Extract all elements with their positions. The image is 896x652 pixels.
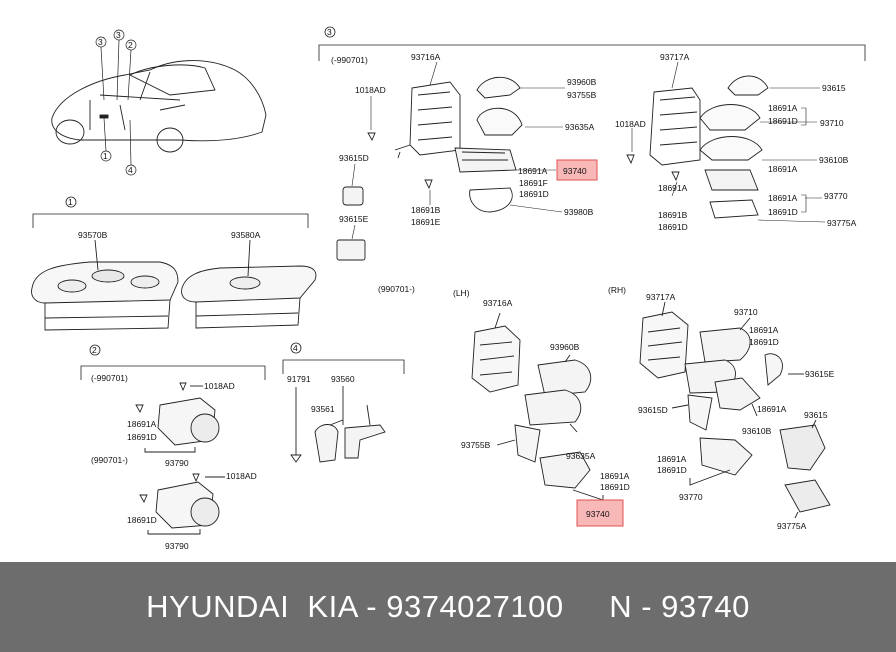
label-93561: 93561 [311,404,335,414]
label-93980B: 93980B [564,207,594,217]
label-93770: 93770 [824,191,848,201]
lower-label-93717A: 93717A [646,292,676,302]
lower-label-18691A-r3: 18691A [657,454,687,464]
sec3-date-range: (-990701) [331,55,368,65]
label-18691D-e: 18691D [658,222,688,232]
lower-label-93610B: 93610B [742,426,772,436]
label-93775A: 93775A [827,218,857,228]
label-93615E: 93615E [339,214,369,224]
callout-3a: 3 [98,37,103,47]
lower-label-93615: 93615 [804,410,828,420]
lower-label-93740: 93740 [586,509,610,519]
lower-label-93635A: 93635A [566,451,596,461]
label-18691A-d: 18691A [768,193,798,203]
part-number-text: HYUNDAI KIA - 9374027100 N - 93740 [146,589,750,624]
sec1-switch-panels [31,239,317,331]
label-18691B-e: 18691B [658,210,688,220]
sec4-parts [290,386,386,463]
highlight-93740-bottom [576,499,624,527]
label-18691A: 18691A [127,419,157,429]
sec3-parts-drawing [336,75,769,261]
sec2-date-a: (-990701) [91,373,128,383]
label-18691B: 18691B [411,205,441,215]
lower-label-93770: 93770 [679,492,703,502]
label-91791: 91791 [287,374,311,384]
label-93615: 93615 [822,83,846,93]
label-93740-top: 93740 [563,166,587,176]
label-18691D-b: 18691D [768,116,798,126]
label-93560: 93560 [331,374,355,384]
label-1018AD-right: 1018AD [615,119,646,129]
label-18691D-a-sec2: 18691D [127,432,157,442]
sec3-labels: 93716A 1018AD 93960B 93755B 93635A 93615… [339,52,857,232]
lower-label-18691A-l: 18691A [600,471,630,481]
label-18691A-b: 18691A [768,103,798,113]
highlight-93740-top [556,159,598,181]
label-93635A: 93635A [565,122,595,132]
section-4-frame [282,342,405,374]
label-93717A: 93717A [660,52,690,62]
label-18691D-a: 18691D [519,189,549,199]
label-93960B: 93960B [567,77,597,87]
label-18691A-a: 18691A [518,166,548,176]
callout-1: 1 [103,151,108,161]
lower-label-93615D: 93615D [638,405,668,415]
label-18691E: 18691E [411,217,441,227]
label-1018AD-b: 1018AD [226,471,257,481]
lower-label-18691A-r1: 18691A [749,325,779,335]
label-93580A: 93580A [231,230,261,240]
lower-label-93960B: 93960B [550,342,580,352]
lower-date-range: (990701-) [378,284,415,294]
label-18691F: 18691F [519,178,548,188]
label-93790-b: 93790 [165,541,189,551]
car-overview [51,60,267,153]
lower-lh-parts [471,312,604,501]
lower-label-93775A: 93775A [777,521,807,531]
lower-label-18691D-l: 18691D [600,482,630,492]
section-2-number: 2 [92,345,97,355]
label-18691D-b-sec2: 18691D [127,515,157,525]
section-2-frame [80,344,266,380]
lower-label-18691D-r1: 18691D [749,337,779,347]
lower-label-18691D-r3: 18691D [657,465,687,475]
part-number-footer: HYUNDAI KIA - 9374027100 N - 93740 [0,562,896,652]
label-1018AD-left: 1018AD [355,85,386,95]
car-callouts [95,29,137,176]
callout-4: 4 [128,165,133,175]
lower-rh-parts [639,301,831,519]
label-93790-a: 93790 [165,458,189,468]
section-1-number: 1 [68,197,73,207]
sec3-leader-lines [351,61,826,240]
label-93755B: 93755B [567,90,597,100]
callout-2: 2 [128,40,133,50]
lower-label-93710: 93710 [734,307,758,317]
lower-label-18691A-r2: 18691A [757,404,787,414]
section-3-frame [318,26,866,61]
label-18691A-c: 18691A [768,164,798,174]
label-93570B: 93570B [78,230,108,240]
label-93610B: 93610B [819,155,849,165]
sec2-date-b: (990701-) [91,455,128,465]
label-93615D: 93615D [339,153,369,163]
lower-rh-label: (RH) [608,285,626,295]
label-93716A: 93716A [411,52,441,62]
label-1018AD-a: 1018AD [204,381,235,391]
lower-label-93755B: 93755B [461,440,491,450]
lower-label-93615E: 93615E [805,369,835,379]
label-93710: 93710 [820,118,844,128]
section-3-number: 3 [327,27,332,37]
lower-label-93716A: 93716A [483,298,513,308]
callout-3b: 3 [116,30,121,40]
section-1-frame [32,196,309,228]
label-18691A-e: 18691A [658,183,688,193]
lower-lh-label: (LH) [453,288,470,298]
section-4-number: 4 [293,343,298,353]
sec2-parts [135,382,225,535]
label-18691D-d: 18691D [768,207,798,217]
exploded-parts-diagram: 3 3 2 1 4 3 (-990701) [31,26,866,551]
